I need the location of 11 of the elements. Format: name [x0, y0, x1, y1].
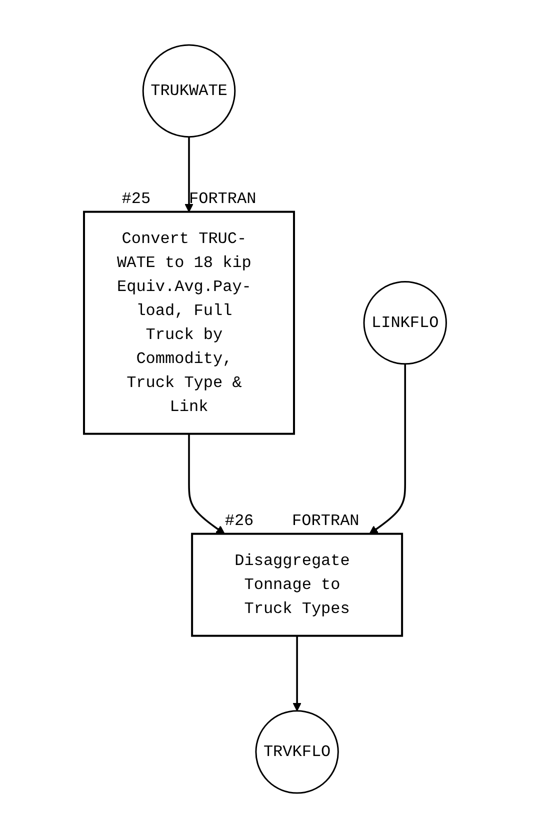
node-circle: TRUKWATE [142, 44, 236, 138]
node-circle: LINKFLO [364, 281, 448, 366]
node-label: #26 FORTRAN [225, 512, 360, 530]
arrow [370, 364, 406, 535]
node-box: Convert TRUC- WATE to 18 kip Equiv.Avg.Pay- load, Full Truck by Commodity, Truck Type & Link [83, 211, 296, 436]
node-box: Disaggregate Tonnage to Truck Types [192, 533, 404, 638]
arrow [188, 434, 226, 535]
node-circle: TRVKFLO [256, 710, 340, 794]
node-label: #25 FORTRAN [122, 190, 257, 208]
arrow [293, 636, 302, 712]
arrow [185, 137, 194, 213]
